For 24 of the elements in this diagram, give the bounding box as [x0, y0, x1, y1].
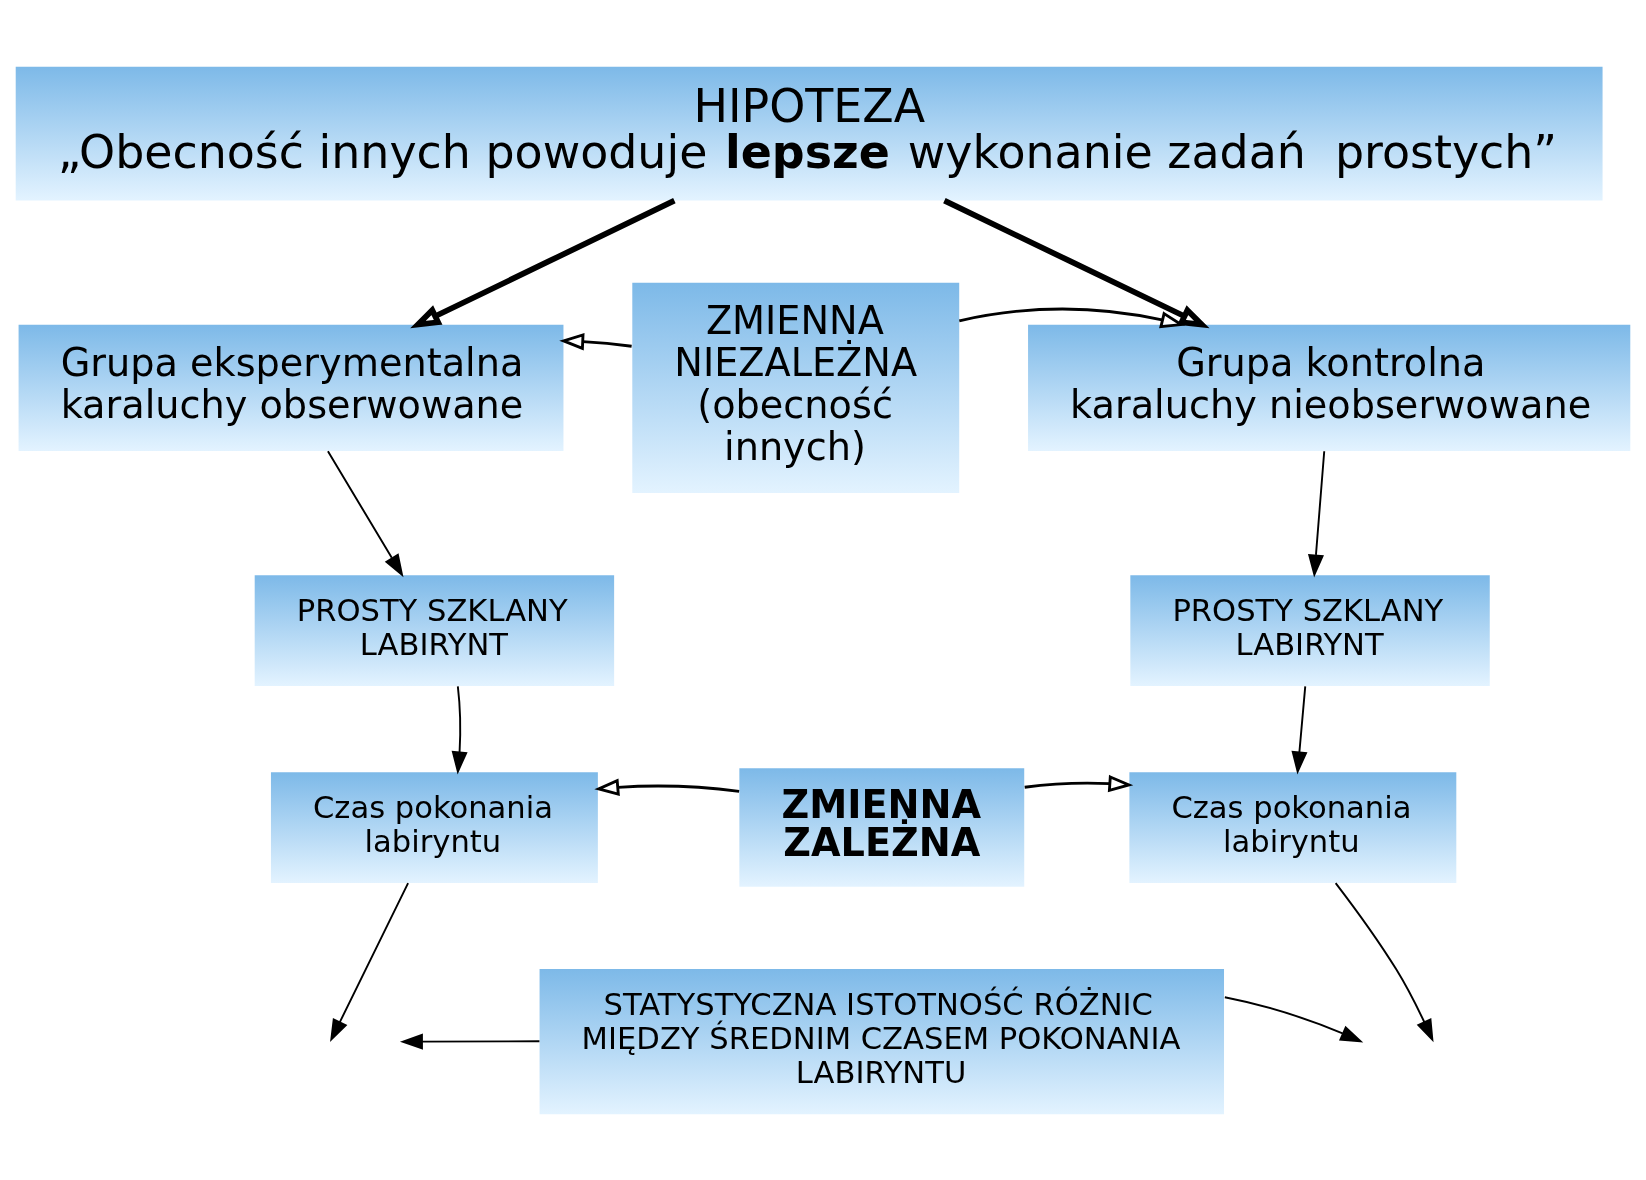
arrow	[1334, 881, 1434, 1042]
arrow	[943, 197, 1210, 328]
arrow	[1291, 684, 1308, 774]
node-box: Grupa kontrolna karaluchy nieobserwowane	[1028, 324, 1631, 451]
arrow	[327, 449, 404, 577]
node-box: Czas pokonania labiryntu	[1129, 771, 1457, 883]
arrow	[410, 197, 676, 328]
arrow	[1307, 449, 1326, 578]
node-box: STATYSTYCZNA ISTOTNOŚĆ RÓŻNIC MIĘDZY ŚREDNIM CZASEM POKONANIA LABIRYNTU	[539, 968, 1224, 1114]
node-box: PROSTY SZKLANY LABIRYNT	[254, 574, 615, 686]
arrow	[399, 1033, 541, 1050]
arrow	[330, 881, 410, 1042]
arrow	[559, 332, 632, 350]
node-box: Grupa eksperymentalna karaluchy obserwowane	[18, 324, 564, 451]
node-box: HIPOTEZA „Obecność innych powoduje lepsze wykonanie zadań prostych”	[15, 66, 1603, 200]
node-box: PROSTY SZKLANY LABIRYNT	[1130, 574, 1490, 686]
arrow	[451, 684, 468, 774]
node-box: ZMIENNA NIEZALEŻNA (obecność innych)	[632, 282, 960, 493]
node-box: ZMIENNA ZALEŻNA	[739, 767, 1025, 887]
arrow	[959, 307, 1186, 328]
arrow	[1024, 774, 1134, 792]
arrow	[594, 778, 740, 796]
arrow	[1223, 995, 1364, 1042]
node-box: Czas pokonania labiryntu	[270, 771, 598, 883]
